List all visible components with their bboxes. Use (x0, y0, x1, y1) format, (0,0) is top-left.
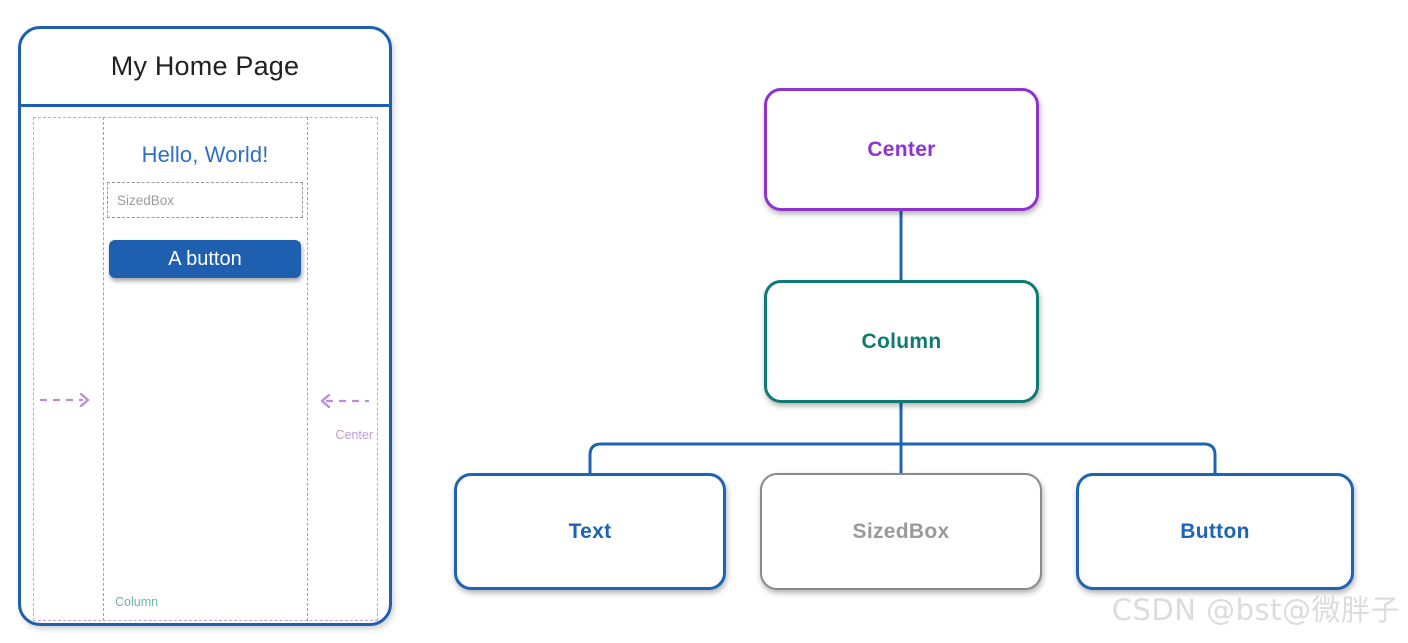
center-arrow-right-icon (318, 393, 370, 409)
arrow-right-glyph (40, 392, 90, 408)
tree-connectors (588, 0, 1217, 643)
tree-node-center[interactable]: Center (764, 88, 1039, 211)
tree-node-sizedbox[interactable]: SizedBox (760, 473, 1042, 590)
tree-node-text[interactable]: Text (454, 473, 726, 590)
center-guide-label: Center (335, 428, 373, 442)
center-arrow-left-icon (39, 392, 95, 408)
arrow-left-glyph (320, 393, 369, 409)
edge-bus-to-button (901, 442, 1217, 475)
phone-body: Center Column Hello, World! SizedBox A b… (21, 110, 389, 623)
column-guide-label: Column (115, 595, 159, 609)
tree-node-button[interactable]: Button (1076, 473, 1354, 590)
a-button[interactable]: A button (109, 240, 301, 278)
widget-column: Hello, World! SizedBox A button (105, 122, 305, 278)
sizedbox-placeholder-label: SizedBox (117, 192, 175, 208)
phone-mockup: My Home Page Center Column Hello, World!… (18, 26, 392, 626)
tree-node-column[interactable]: Column (764, 280, 1039, 403)
watermark: CSDN @bst@微胖子 (1111, 593, 1400, 627)
hello-world-text: Hello, World! (141, 142, 269, 167)
edge-bus-to-text (588, 442, 901, 475)
sizedbox-placeholder: SizedBox (107, 182, 303, 218)
phone-appbar: My Home Page (21, 29, 389, 107)
widget-tree-diagram: Center Column Text SizedBox Button (430, 0, 1408, 643)
page-title: My Home Page (110, 51, 300, 81)
